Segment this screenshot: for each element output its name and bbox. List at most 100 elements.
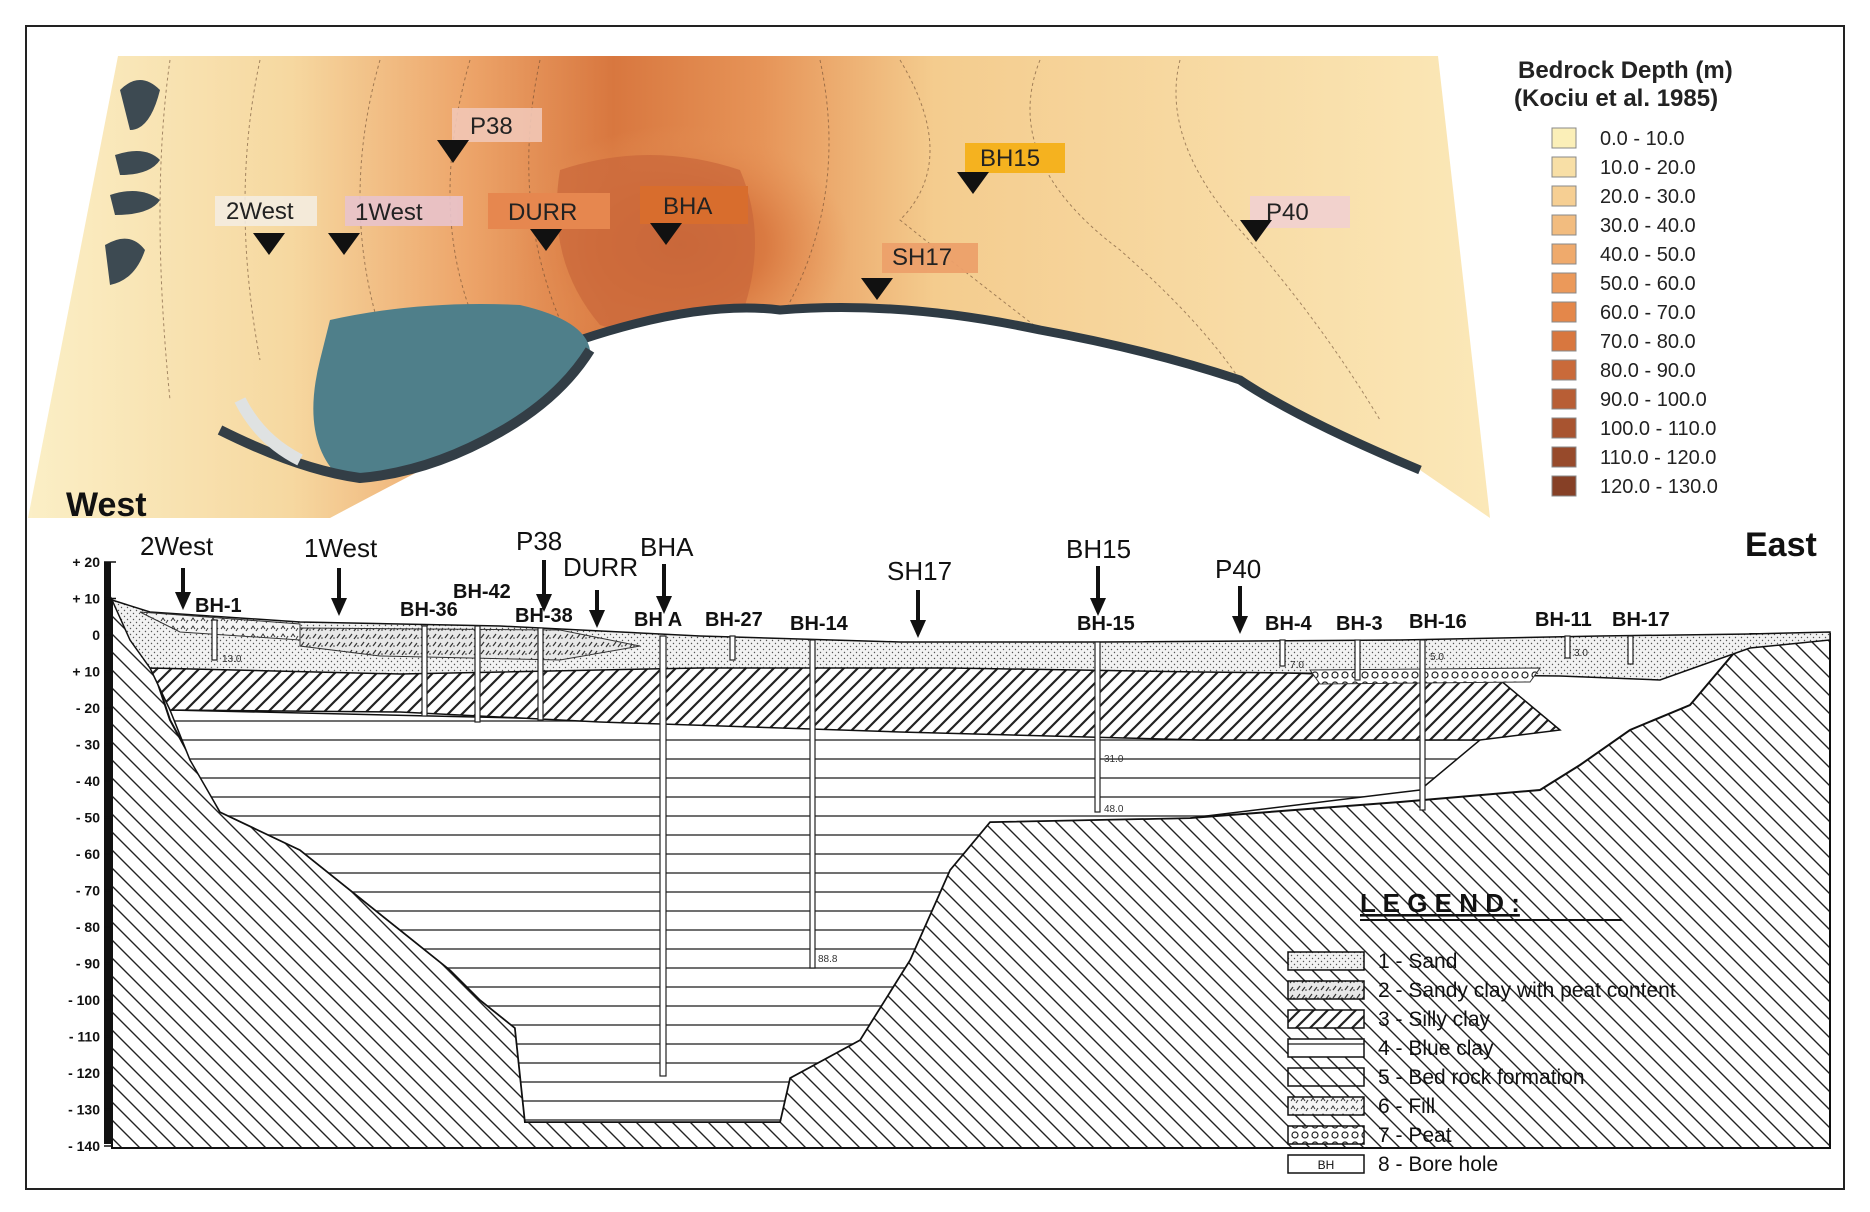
west-land-patches bbox=[105, 80, 160, 285]
y-tick-label: + 10 bbox=[72, 664, 100, 680]
map-legend-swatch bbox=[1551, 156, 1577, 178]
sea-area bbox=[330, 307, 1490, 518]
borehole-label-bh36: BH-36 bbox=[400, 599, 458, 621]
borehole-label-bh3: BH-3 bbox=[1336, 613, 1383, 635]
y-tick-label: + 10 bbox=[72, 591, 100, 607]
site-marker-durr bbox=[530, 229, 562, 251]
map-legend-item: 50.0 - 60.0 bbox=[1551, 272, 1696, 295]
y-tick-label: - 140 bbox=[68, 1138, 100, 1154]
lithology-swatch bbox=[1287, 1038, 1365, 1058]
port-basin bbox=[313, 304, 590, 478]
site-label-p40: P40 bbox=[1266, 199, 1309, 226]
site-marker-1west bbox=[328, 233, 360, 255]
lithology-legend-item: 6 - Fill bbox=[1287, 1095, 1435, 1118]
lithology-legend-title: L E G E N D : bbox=[1360, 888, 1520, 918]
arrow-label-p38: P38 bbox=[516, 526, 562, 556]
y-tick-label: - 100 bbox=[68, 992, 100, 1008]
y-tick-label: - 50 bbox=[76, 810, 100, 826]
site-label-sh17: SH17 bbox=[892, 244, 952, 271]
map-legend-swatch bbox=[1551, 272, 1577, 294]
arrow-label-sh17: SH17 bbox=[887, 556, 952, 586]
y-tick-label: - 80 bbox=[76, 919, 100, 935]
map-legend-item: 60.0 - 70.0 bbox=[1551, 301, 1696, 324]
y-tick-label: - 40 bbox=[76, 773, 100, 789]
site-sh17: SH17 bbox=[861, 243, 978, 300]
site-1west: 1West bbox=[328, 196, 463, 255]
port-jetty bbox=[234, 397, 303, 466]
lithology-legend-label: 5 - Bed rock formation bbox=[1378, 1066, 1585, 1089]
map-legend-label: 110.0 - 120.0 bbox=[1600, 447, 1716, 469]
y-tick-label: - 30 bbox=[76, 737, 100, 753]
lithology-swatch bbox=[1287, 980, 1365, 1000]
depth-mark-bh1: 13.0 bbox=[222, 654, 242, 665]
map-legend-swatch bbox=[1551, 359, 1577, 381]
map-legend-item: 30.0 - 40.0 bbox=[1551, 214, 1696, 237]
map-legend-item: 40.0 - 50.0 bbox=[1551, 243, 1696, 266]
y-tick-label: + 20 bbox=[72, 554, 100, 570]
arrow-label-durr: DURR bbox=[563, 552, 638, 582]
y-tick-label: - 60 bbox=[76, 846, 100, 862]
y-tick-label: - 90 bbox=[76, 956, 100, 972]
bedrock-depth-legend: Bedrock Depth (m) (Kociu et al. 1985) 0.… bbox=[1514, 57, 1733, 498]
lithology-legend-label: 8 - Bore hole bbox=[1378, 1153, 1498, 1176]
map-legend-swatch bbox=[1551, 475, 1577, 497]
borehole-label-bh42: BH-42 bbox=[453, 581, 511, 603]
lithology-legend-items: 1 - Sand 2 - Sandy clay with peat content… bbox=[1287, 950, 1676, 1176]
borehole-label-bh17: BH-17 bbox=[1612, 609, 1670, 631]
site-durr: DURR bbox=[488, 193, 610, 251]
borehole-label-bh38: BH-38 bbox=[515, 605, 573, 627]
map-legend-item: 70.0 - 80.0 bbox=[1551, 330, 1696, 353]
map-legend-items: 0.0 - 10.010.0 - 20.020.0 - 30.030.0 - 4… bbox=[1551, 127, 1718, 498]
map-legend-label: 70.0 - 80.0 bbox=[1600, 331, 1696, 353]
depth-mark-bh15b: 48.0 bbox=[1104, 804, 1124, 815]
y-tick-label: - 70 bbox=[76, 883, 100, 899]
y-tick-label: 0 bbox=[92, 627, 100, 643]
map-legend-title-2: (Kociu et al. 1985) bbox=[1514, 85, 1718, 112]
lithology-legend-item: 3 - Silly clay bbox=[1287, 1008, 1491, 1031]
site-marker-p38 bbox=[437, 140, 469, 163]
lithology-legend-item: 7 - Peat bbox=[1287, 1124, 1452, 1147]
y-tick-label: - 20 bbox=[76, 700, 100, 716]
site-marker-bha bbox=[650, 223, 682, 245]
depth-mark-bh4: 7.0 bbox=[1290, 660, 1304, 671]
lithology-swatch bbox=[1287, 1096, 1365, 1116]
map-legend-item: 120.0 - 130.0 bbox=[1551, 475, 1718, 498]
map-legend-swatch bbox=[1551, 185, 1577, 207]
site-marker-sh17 bbox=[861, 278, 893, 300]
lithology-legend-label: 2 - Sandy clay with peat content bbox=[1378, 979, 1676, 1002]
lithology-legend-label: 3 - Silly clay bbox=[1378, 1008, 1491, 1031]
map-legend-item: 110.0 - 120.0 bbox=[1551, 446, 1716, 469]
map-legend-label: 50.0 - 60.0 bbox=[1600, 273, 1696, 295]
borehole-label-bh11: BH-11 bbox=[1535, 609, 1592, 631]
map-legend-label: 100.0 - 110.0 bbox=[1600, 418, 1716, 440]
y-tick-label: - 110 bbox=[69, 1029, 100, 1045]
map-legend-swatch bbox=[1551, 330, 1577, 352]
map-legend-label: 20.0 - 30.0 bbox=[1600, 186, 1696, 208]
borehole-label-bh16: BH-16 bbox=[1409, 611, 1467, 633]
lithology-swatch bbox=[1287, 1009, 1365, 1029]
site-bha: BHA bbox=[640, 186, 748, 245]
depth-mark-bh16: 5.0 bbox=[1430, 652, 1444, 663]
site-marker-bh15 bbox=[957, 172, 989, 194]
map-legend-swatch bbox=[1551, 446, 1577, 468]
borehole-label-bh4: BH-4 bbox=[1265, 613, 1313, 635]
east-label: East bbox=[1745, 526, 1817, 564]
arrow-label-1west: 1West bbox=[304, 533, 378, 563]
map-legend-item: 20.0 - 30.0 bbox=[1551, 185, 1696, 208]
coastline bbox=[578, 303, 1422, 475]
map-legend-swatch bbox=[1551, 417, 1577, 439]
depth-scale-bar: + 20 + 10 0 + 10 - 20 - 30 - 40 - 50 - 60 - 70 - 8… bbox=[68, 554, 116, 1154]
map-legend-swatch bbox=[1551, 214, 1577, 236]
arrow-label-p40: P40 bbox=[1215, 554, 1261, 584]
lithology-swatch bbox=[1287, 951, 1365, 971]
map-legend-swatch bbox=[1551, 301, 1577, 323]
lithology-swatch bbox=[1287, 1154, 1365, 1174]
lithology-swatch bbox=[1287, 1067, 1365, 1087]
arrow-label-bh15: BH15 bbox=[1066, 534, 1131, 564]
geologic-cross-section: West East + 20+ 100+ 10- 20- 30- 40- 50-… bbox=[66, 486, 1831, 1154]
site-label-1west: 1West bbox=[355, 199, 423, 226]
lithology-legend-item: 1 - Sand bbox=[1287, 950, 1457, 973]
depth-mark-bh15a: 31.0 bbox=[1104, 754, 1124, 765]
